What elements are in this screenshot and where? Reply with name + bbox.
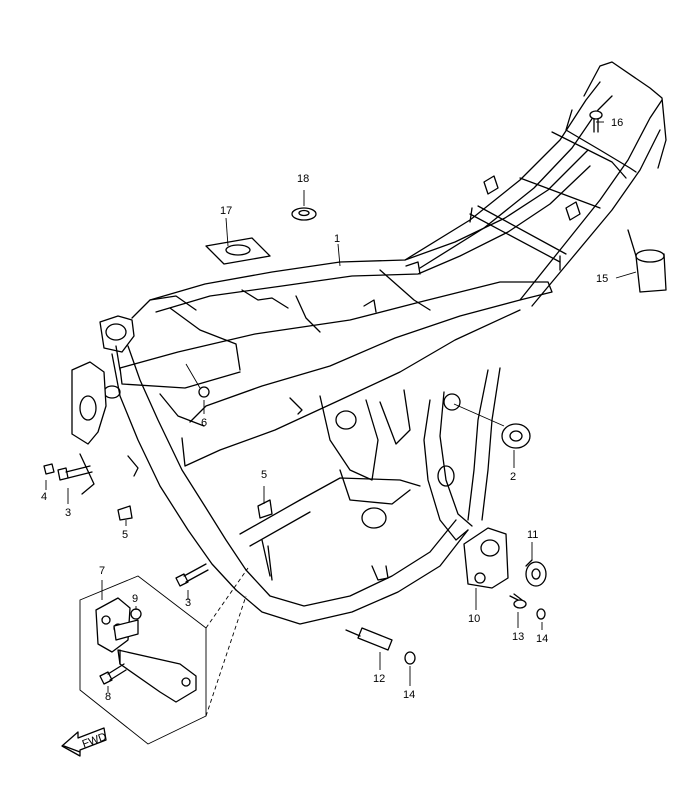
part-16-bolt — [589, 110, 603, 133]
callout-16: 16 — [611, 117, 623, 129]
part-14-washer-a — [536, 608, 546, 620]
callout-5b: 5 — [122, 529, 128, 541]
callout-10: 10 — [468, 613, 480, 625]
callout-14a: 14 — [536, 633, 548, 645]
part-18-ring — [291, 207, 317, 221]
part-3-bolt-lower — [175, 563, 209, 587]
part-14-washer-b — [404, 651, 416, 665]
parts-small — [43, 110, 667, 686]
callout-18: 18 — [297, 173, 309, 185]
callout-14b: 14 — [403, 689, 415, 701]
callout-7: 7 — [99, 565, 105, 577]
part-15-damper — [627, 229, 667, 293]
detail-inset — [79, 567, 249, 745]
part-10-mount — [463, 527, 509, 589]
callout-12: 12 — [373, 673, 385, 685]
part-12-bolt — [345, 627, 393, 651]
callout-3a: 3 — [65, 507, 71, 519]
part-3-bolt-left — [57, 465, 93, 481]
fwd-direction-arrow: FWD — [61, 727, 109, 757]
part-4-nut — [43, 463, 55, 475]
part-6-plug — [198, 386, 210, 398]
callout-labels: 1 2 3 3 4 5 5 6 7 8 9 10 11 12 13 14 14 … — [41, 117, 623, 703]
callout-9: 9 — [132, 593, 138, 605]
part-11-bushing — [526, 560, 546, 587]
callout-5a: 5 — [261, 469, 267, 481]
fwd-label: FWD — [81, 731, 109, 751]
callout-2: 2 — [510, 471, 516, 483]
callout-15: 15 — [596, 273, 608, 285]
frame-assembly — [71, 61, 667, 625]
part-5-clamp-upper — [257, 499, 273, 519]
callout-4: 4 — [41, 491, 47, 503]
callout-6: 6 — [201, 417, 207, 429]
part-2-grommet — [501, 423, 531, 449]
callout-1: 1 — [334, 233, 340, 245]
part-5-clamp-lower — [117, 505, 133, 521]
part-17-pad — [205, 237, 271, 265]
callout-3b: 3 — [185, 597, 191, 609]
part-8-bolt — [99, 663, 127, 692]
callout-13: 13 — [512, 631, 524, 643]
callout-8: 8 — [105, 691, 111, 703]
callout-11: 11 — [527, 529, 538, 541]
callout-17: 17 — [220, 205, 232, 217]
part-13-bolt — [509, 593, 527, 609]
